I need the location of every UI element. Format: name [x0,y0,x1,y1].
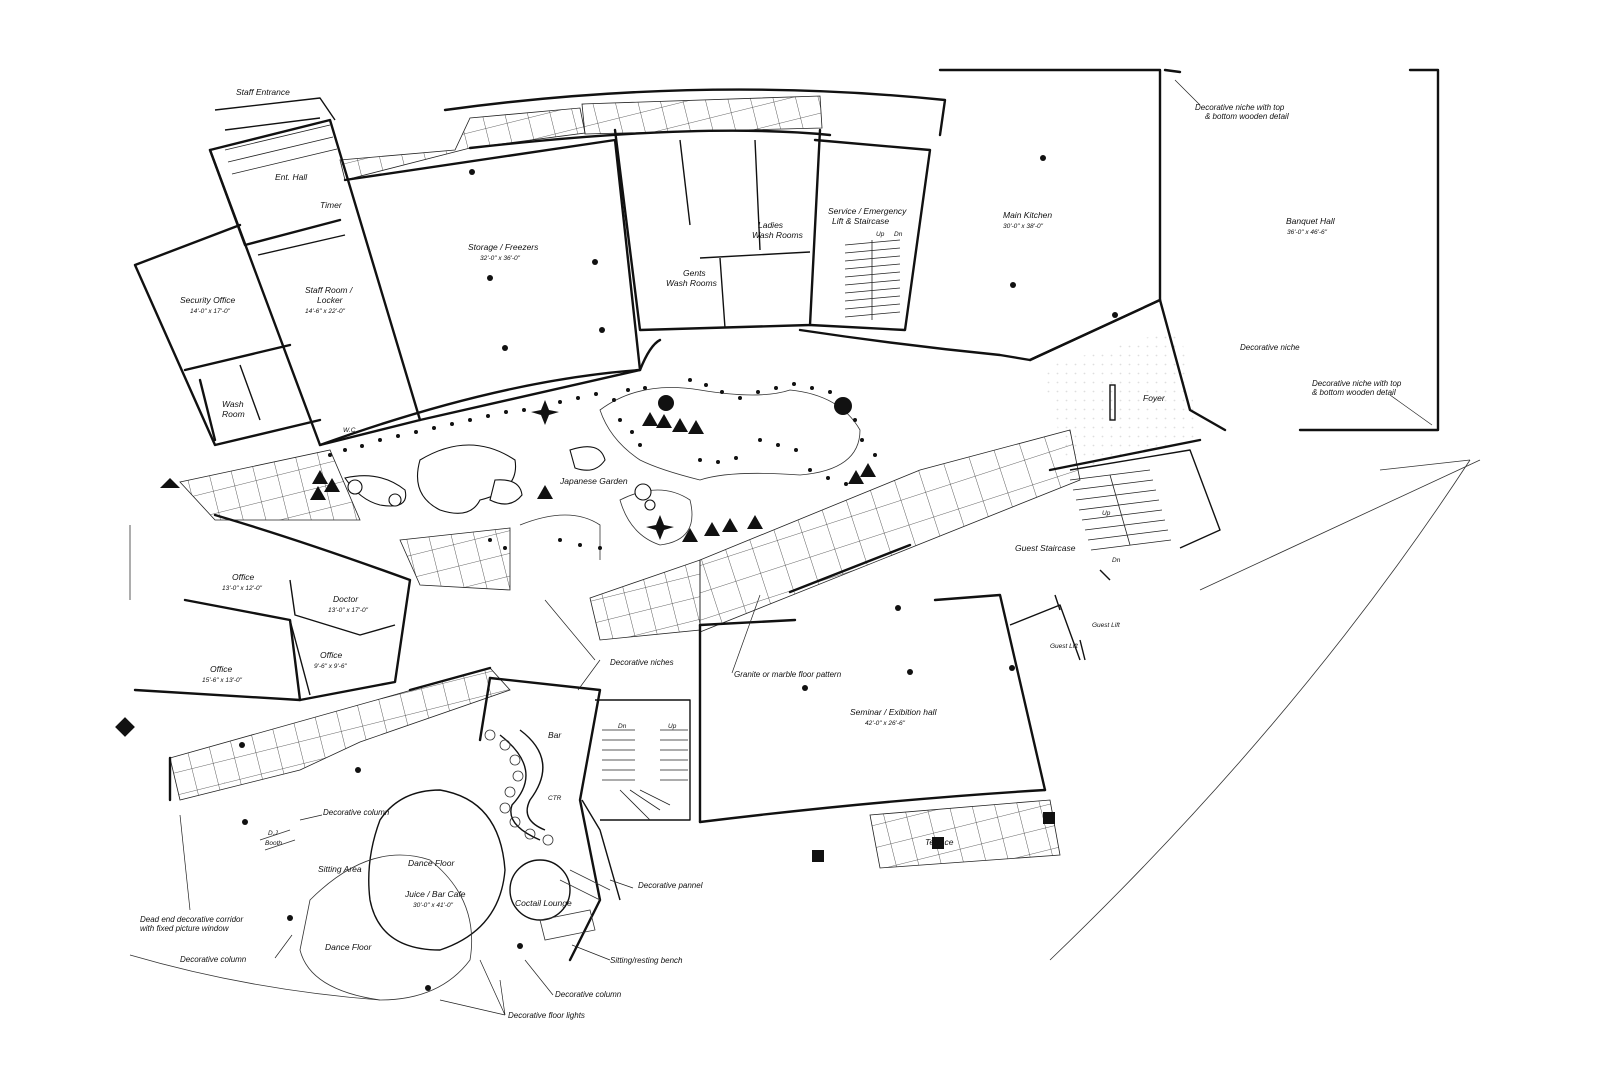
floor-pattern-west [179,449,361,521]
label-service-lift: Service / Emergency [828,206,907,216]
label-storage: Storage / Freezers [468,242,539,252]
label-bar: Bar [548,730,562,740]
floor-pattern-terrace [869,799,1061,869]
label-japanese-garden: Japanese Garden [559,476,628,486]
label-cocktail-lounge: Coctail Lounge [515,898,572,908]
label-wash-room: Wash [222,399,244,409]
structural-columns [115,155,1118,991]
label-doctor: Doctor [333,594,359,604]
dim-banquet-hall: 36'-0" x 46'-6" [1287,229,1328,236]
dim-office-1: 13'-0" x 12'-0" [222,585,263,592]
label-service-lift-2: Lift & Staircase [832,216,889,226]
stairs-guest [1069,469,1172,551]
label-gents-wash: Gents [683,268,706,278]
label-ladies-wash: Ladies [758,220,784,230]
label-staff-entrance: Staff Entrance [236,87,290,97]
label-timer: Timer [320,200,343,210]
label-juice-bar: Juice / Bar Cafe [404,889,466,899]
label-ladies-wash-2: Wash Rooms [752,230,804,240]
note-floor-lights: Decorative floor lights [508,1011,585,1020]
note-niche-top-2: & bottom wooden detail [1205,112,1289,121]
label-gents-wash-2: Wash Rooms [666,278,718,288]
label-dn-service: Dn [894,231,903,238]
japanese-garden [344,387,861,560]
note-niche-bottom-2: & bottom wooden detail [1312,388,1396,397]
label-dj-booth: D.J [268,830,279,837]
label-dn-guest: Dn [1112,557,1121,564]
label-up-bar: Up [668,723,677,730]
floor-pattern-foyer [1040,328,1200,470]
label-guest-lift: Guest Lift [1050,643,1079,650]
label-terrace: Terrace [925,837,954,847]
dim-storage: 32'-0" x 36'-0" [480,255,521,262]
note-dead-end: Dead end decorative corridor [140,915,244,924]
note-niche-bottom: Decorative niche with top [1312,379,1402,388]
label-guest-lift-2: Guest Lift [1092,622,1121,629]
garden-plants [160,378,877,550]
label-ent-hall: Ent. Hall [275,172,308,182]
label-office-1: Office [232,572,254,582]
dim-security-office: 14'-0" x 17'-0" [190,308,231,315]
label-banquet-hall: Banquet Hall [1286,216,1336,226]
label-staff-room: Staff Room / [305,285,354,295]
stairs-staff [224,124,338,175]
label-up-service: Up [876,231,885,238]
stairs-bar [602,729,688,821]
floor-pattern-southwest [169,667,511,801]
annotation-notes: Decorative niche with top & bottom woode… [140,79,1433,1020]
note-decorative-niches: Decorative niches [610,658,674,667]
note-dead-end-2: with fixed picture window [140,924,230,933]
label-foyer: Foyer [1143,393,1166,403]
label-dj-booth-2: Booth [265,840,282,847]
label-sitting-area: Sitting Area [318,864,362,874]
label-wc: W.C [343,427,356,434]
label-office-3: Office [210,664,232,674]
label-office-2: Office [320,650,342,660]
label-dn-bar: Dn [618,723,627,730]
note-decorative-column-1: Decorative column [323,808,390,817]
bar-furniture [259,729,611,1001]
dim-office-2: 9'-6" x 9'-6" [314,663,347,670]
dim-doctor: 13'-0" x 17'-0" [328,607,369,614]
note-decorative-column-3: Decorative column [555,990,622,999]
note-decorative-column-2: Decorative column [180,955,247,964]
note-granite: Granite or marble floor pattern [734,670,842,679]
note-decorative-niche: Decorative niche [1240,343,1300,352]
label-guest-staircase: Guest Staircase [1015,543,1076,553]
room-labels: Staff Entrance Ent. Hall Timer Security … [180,87,1336,952]
note-decorative-pannel: Decorative pannel [638,881,703,890]
label-security-office: Security Office [180,295,236,305]
label-dance-floor-2: Dance Floor [325,942,372,952]
dim-office-3: 15'-6" x 13'-0" [202,677,243,684]
dim-seminar-hall: 42'-0" x 26'-6" [865,720,906,727]
dim-main-kitchen: 30'-0" x 38'-0" [1003,223,1044,230]
floor-pattern-north [339,95,823,181]
label-dance-floor: Dance Floor [408,858,455,868]
note-niche-top: Decorative niche with top [1195,103,1285,112]
floor-pattern-central [399,429,1081,641]
dim-staff-room: 14'-6" x 22'-0" [305,308,346,315]
walls [129,68,1481,1001]
label-main-kitchen: Main Kitchen [1003,210,1052,220]
note-sitting-bench: Sitting/resting bench [610,956,683,965]
label-seminar-hall: Seminar / Exibition hall [850,707,938,717]
dim-juice-bar: 30'-0" x 41'-0" [413,902,454,909]
label-up-guest: Up [1102,510,1111,517]
stairs-service [844,239,901,320]
label-wash-room-2: Room [222,409,245,419]
label-staff-room-2: Locker [317,295,344,305]
label-ctr: CTR [548,795,562,802]
